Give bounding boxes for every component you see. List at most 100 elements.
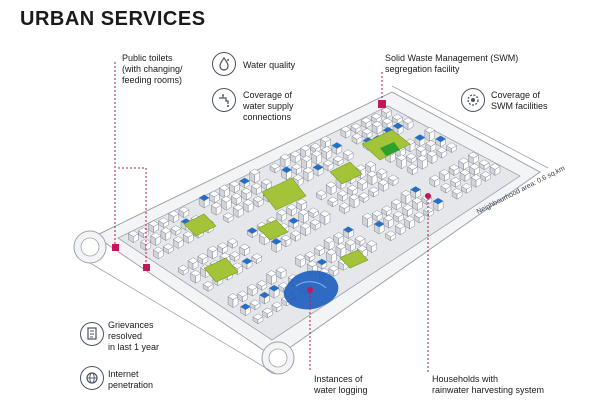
house <box>356 178 368 191</box>
house <box>387 174 399 187</box>
house <box>259 291 271 305</box>
water-tap-icon <box>212 88 236 112</box>
house <box>271 301 283 313</box>
house <box>351 133 363 145</box>
house <box>400 189 412 205</box>
house <box>246 227 258 238</box>
house <box>270 238 282 253</box>
house <box>424 126 436 142</box>
markers <box>112 100 431 293</box>
house <box>366 170 378 186</box>
house <box>172 236 184 249</box>
house <box>162 243 174 255</box>
house <box>276 209 288 222</box>
internet-globe-icon <box>80 366 104 390</box>
house <box>405 153 417 164</box>
house <box>414 134 426 147</box>
house <box>299 144 311 159</box>
house <box>426 150 438 165</box>
house <box>339 202 350 214</box>
house <box>385 230 397 242</box>
house <box>328 265 340 277</box>
house <box>383 214 395 229</box>
house <box>294 254 306 268</box>
house <box>436 146 448 159</box>
house <box>302 167 314 182</box>
house <box>242 199 254 213</box>
house <box>376 168 388 180</box>
house <box>208 190 220 204</box>
house <box>394 222 406 236</box>
house <box>333 232 345 245</box>
house <box>416 155 428 170</box>
house <box>402 117 414 131</box>
house <box>170 225 182 236</box>
house <box>392 211 404 223</box>
leader-public-toilets-2 <box>118 167 147 268</box>
house <box>269 162 281 174</box>
house <box>342 226 354 240</box>
house <box>222 212 234 224</box>
internet-label: Internet penetration <box>108 369 154 390</box>
house <box>373 220 385 235</box>
house <box>377 179 389 192</box>
house <box>411 197 423 211</box>
house <box>380 107 392 119</box>
house <box>423 206 435 218</box>
house <box>210 202 222 216</box>
house <box>337 190 349 202</box>
house <box>371 210 383 222</box>
house <box>127 230 139 243</box>
rainwater-label: Households with rainwater harvesting sys… <box>432 374 545 395</box>
house <box>241 257 253 270</box>
green-spaces <box>183 129 411 283</box>
house <box>239 177 251 189</box>
house <box>251 253 263 264</box>
swm-marker <box>378 100 386 108</box>
house <box>407 163 418 176</box>
house <box>429 174 441 188</box>
swm-facility-label: Solid Waste Management (SWM) segregation… <box>385 53 519 74</box>
house <box>478 159 490 171</box>
house <box>290 230 302 242</box>
house <box>227 238 238 249</box>
house <box>152 246 164 260</box>
house <box>251 182 262 196</box>
house <box>440 182 452 194</box>
house <box>150 232 162 247</box>
house <box>480 171 491 182</box>
house <box>227 293 239 308</box>
house <box>446 142 457 153</box>
house <box>391 113 403 125</box>
house <box>467 151 479 165</box>
house <box>239 243 251 257</box>
house <box>312 163 324 177</box>
house <box>413 211 425 224</box>
house <box>168 210 180 224</box>
house <box>469 163 480 176</box>
house <box>300 222 311 237</box>
house <box>410 186 422 199</box>
house <box>332 155 344 167</box>
house <box>309 219 321 231</box>
house <box>342 149 354 162</box>
grievances-label: Grievances resolved in last 1 year <box>108 320 160 352</box>
toilet-marker <box>143 264 150 271</box>
house <box>301 155 313 170</box>
house <box>232 204 244 218</box>
house <box>229 180 240 194</box>
house <box>307 207 319 219</box>
house <box>202 281 214 292</box>
leader-lines <box>114 62 429 372</box>
waste-gear-icon <box>461 88 485 112</box>
house <box>319 210 331 226</box>
water-quality-label: Water quality <box>243 60 296 70</box>
green-space <box>261 177 307 211</box>
house <box>316 258 328 270</box>
house <box>262 307 273 319</box>
house <box>279 153 291 169</box>
house <box>368 186 380 198</box>
house <box>198 194 210 209</box>
house <box>230 192 242 206</box>
